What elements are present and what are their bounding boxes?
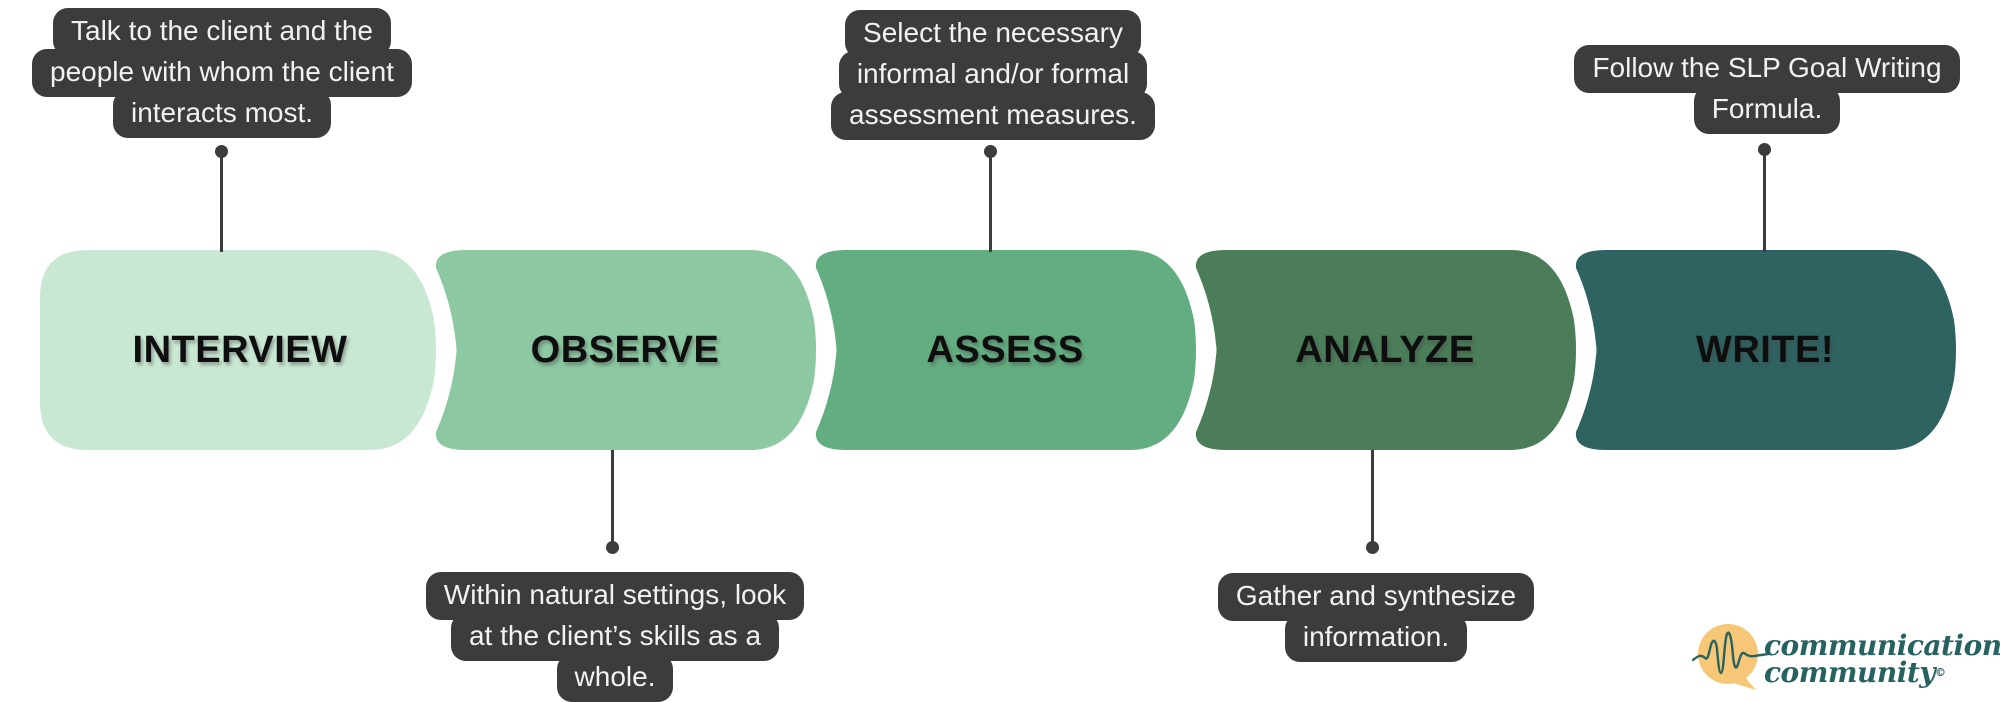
callout-write-line-2: Formula. [1693,86,1841,134]
callout-interview-line-2: people with whom the client [32,49,412,97]
connector-line-observe [611,450,614,547]
connector-dot-assess [984,145,997,158]
chevron-interview-shape [40,250,436,450]
callout-observe-line-3: whole. [556,654,674,702]
chevron-assess-shape [815,250,1196,450]
chevron-observe [435,250,816,450]
brand-word-1: communication [1764,629,2000,662]
callout-analyze-line-2: information. [1284,614,1468,662]
connector-dot-interview [215,145,228,158]
callout-observe: Within natural settings, look at the cli… [335,572,895,702]
callout-analyze: Gather and synthesize information. [1096,573,1656,662]
callout-analyze-line-1: Gather and synthesize [1217,573,1535,621]
callout-observe-line-2: at the client’s skills as a [450,613,780,661]
callout-assess-line-3: assessment measures. [831,92,1155,140]
chevron-observe-shape [435,250,816,450]
step-label-assess: ASSESS [926,328,1084,371]
chevron-interview [40,250,436,450]
connector-line-analyze [1371,450,1374,547]
connector-dot-observe [606,541,619,554]
connector-line-assess [989,152,992,252]
speech-bubble-soundwave-icon [1692,624,1770,690]
chevron-assess [815,250,1196,450]
chevron-write [1575,250,1956,450]
step-label-interview: INTERVIEW [132,328,348,371]
callout-observe-line-1: Within natural settings, look [425,572,805,620]
callout-write: Follow the SLP Goal Writing Formula. [1487,45,2000,134]
chevron-analyze-shape [1195,250,1576,450]
brand-logo: communication community© [1692,616,2000,700]
step-label-observe: OBSERVE [530,328,720,371]
connector-line-interview [220,152,223,252]
chevron-write-shape [1575,250,1956,450]
brand-word-2: community© [1764,656,1946,689]
connector-dot-write [1758,143,1771,156]
step-label-write: WRITE! [1695,328,1835,371]
step-label-analyze: ANALYZE [1295,328,1475,371]
callout-interview: Talk to the client and the people with w… [0,8,502,138]
callout-interview-line-1: Talk to the client and the [53,8,391,56]
callout-write-line-1: Follow the SLP Goal Writing [1574,45,1960,93]
chevron-analyze [1195,250,1576,450]
connector-line-write [1763,150,1766,252]
callout-assess-line-2: informal and/or formal [838,51,1148,99]
callout-assess-line-1: Select the necessary [845,10,1141,58]
callout-assess: Select the necessary informal and/or for… [713,10,1273,140]
callout-interview-line-3: interacts most. [112,90,332,138]
copyright-mark: © [1935,666,1946,679]
brand-logo-text: communication community© [1764,629,2000,689]
connector-dot-analyze [1366,541,1379,554]
